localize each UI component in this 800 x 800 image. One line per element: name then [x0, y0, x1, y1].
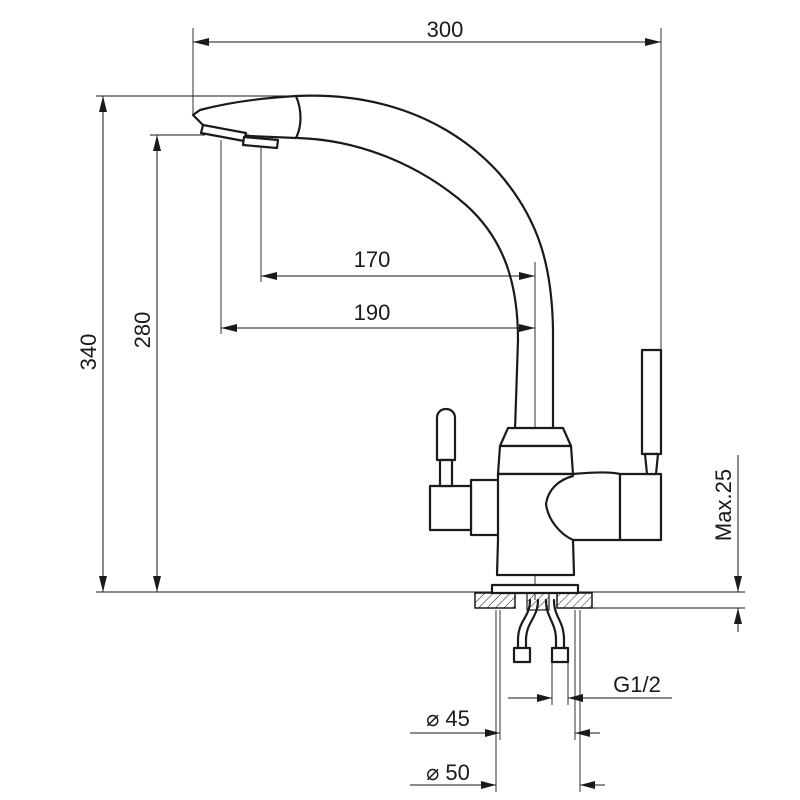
- dimension-190: 190: [220, 140, 535, 334]
- dimension-300: 300: [192, 17, 662, 350]
- dimension-340: 340: [76, 95, 290, 592]
- dimension-g12: G1/2: [508, 662, 672, 705]
- left-handle: [435, 407, 457, 488]
- dimension-280: 280: [130, 134, 205, 592]
- faucet-body: [428, 426, 663, 577]
- supply-hoses: [512, 598, 570, 664]
- dimension-d45: ⌀ 45: [410, 610, 600, 740]
- counter-top-line: [96, 591, 745, 609]
- dimension-300-label: 300: [427, 17, 464, 42]
- spout: [191, 94, 555, 432]
- mounting-flange: [474, 583, 593, 611]
- dimension-170: 170: [260, 148, 535, 282]
- dimension-g12-label: G1/2: [613, 672, 661, 697]
- dimension-max25: Max.25: [711, 455, 742, 632]
- dimension-d50: ⌀ 50: [410, 610, 605, 792]
- dimension-170-label: 170: [354, 247, 391, 272]
- dimension-190-label: 190: [354, 300, 391, 325]
- right-handle: [640, 348, 663, 476]
- dimension-d50-label: ⌀ 50: [426, 760, 470, 785]
- dimension-340-label: 340: [76, 334, 101, 371]
- dimension-d45-label: ⌀ 45: [426, 706, 470, 731]
- dimension-280-label: 280: [130, 312, 155, 349]
- dimension-max25-label: Max.25: [711, 469, 736, 541]
